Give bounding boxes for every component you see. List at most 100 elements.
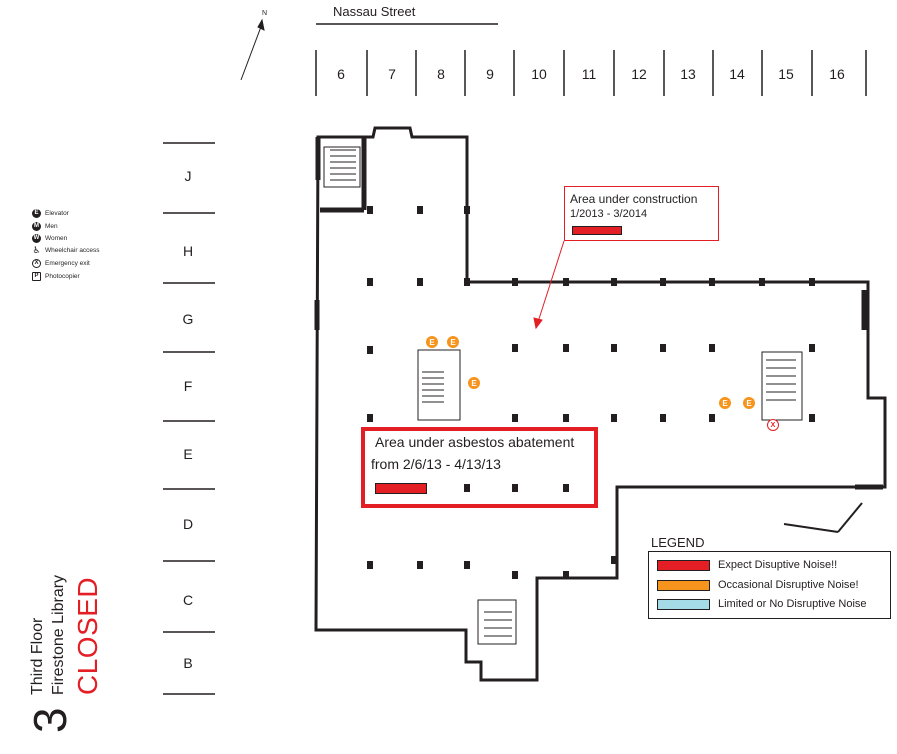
elevator-icon: E (32, 208, 41, 218)
noise-swatch-red (375, 483, 427, 494)
structural-column (660, 278, 666, 286)
row-label: H (182, 243, 194, 259)
elevator-icon: E (447, 336, 459, 348)
structural-column (660, 414, 666, 422)
photocopier-icon: P (32, 271, 41, 281)
elevator-icon: E (426, 336, 438, 348)
wheelchair-icon: ♿ (32, 244, 41, 255)
structural-column (512, 571, 518, 579)
structural-column (611, 556, 617, 564)
key-label: Emergency exit (45, 259, 90, 267)
structural-column (611, 344, 617, 352)
structural-column (563, 278, 569, 286)
key-item: W Women (32, 232, 67, 244)
key-label: Photocopier (45, 272, 80, 280)
structural-column (759, 278, 765, 286)
structural-column (660, 344, 666, 352)
construction-title: Area under construction (570, 192, 698, 206)
structural-columns (367, 206, 815, 579)
structural-column (367, 206, 373, 214)
key-item: P Photocopier (32, 270, 80, 282)
row-label: D (182, 516, 194, 532)
structural-column (417, 561, 423, 569)
emergency-exit-icon: X (767, 419, 779, 431)
construction-dates: 1/2013 - 3/2014 (570, 208, 648, 220)
legend-item: Expect Disuptive Noise!! (657, 556, 837, 574)
structural-column (464, 206, 470, 214)
legend-item: Limited or No Disruptive Noise (657, 595, 867, 613)
structural-column (417, 206, 423, 214)
structural-column (512, 278, 518, 286)
construction-callout: Area under construction 1/2013 - 3/2014 (564, 186, 719, 241)
structural-column (809, 414, 815, 422)
row-label: F (183, 378, 193, 394)
legend-swatch (657, 579, 710, 591)
column-label: 9 (486, 66, 494, 82)
noise-legend: Expect Disuptive Noise!! Occasional Disr… (648, 551, 891, 619)
row-label: J (184, 168, 192, 184)
structural-column (563, 484, 569, 492)
structural-column (563, 344, 569, 352)
women-restroom-icon: W (32, 233, 41, 243)
building-outline (314, 126, 887, 682)
key-label: Wheelchair access (45, 246, 100, 254)
title-block: 3 Third Floor Firestone Library CLOSED (0, 0, 110, 741)
structural-column (512, 344, 518, 352)
structural-column (709, 344, 715, 352)
key-item: E Elevator (32, 207, 69, 219)
street-name: Nassau Street (333, 4, 416, 19)
key-label: Men (45, 222, 58, 230)
column-label: 11 (581, 66, 597, 82)
floor-name: Third Floor (29, 617, 46, 695)
structural-column (367, 346, 373, 354)
structural-column (709, 278, 715, 286)
asbestos-title: Area under asbestos abatement (375, 434, 575, 450)
row-label: B (183, 655, 193, 671)
key-item: M Men (32, 220, 58, 232)
row-label: G (182, 311, 194, 327)
structural-column (563, 414, 569, 422)
construction-pointer-arrow (533, 240, 565, 330)
structural-column (464, 484, 470, 492)
asbestos-callout: Area under asbestos abatement from 2/6/1… (361, 427, 598, 508)
structural-column (367, 561, 373, 569)
structural-column (367, 278, 373, 286)
floor-number: 3 (24, 707, 76, 733)
structural-column (417, 278, 423, 286)
asbestos-dates: from 2/6/13 - 4/13/13 (371, 456, 501, 472)
structural-column (563, 571, 569, 579)
north-arrow-icon (240, 18, 265, 81)
structural-column (709, 414, 715, 422)
closed-status: CLOSED (72, 576, 103, 695)
column-label: 13 (680, 66, 696, 82)
noise-swatch-red (572, 226, 622, 235)
column-label: 14 (729, 66, 745, 82)
legend-swatch (657, 598, 710, 610)
legend-title: LEGEND (651, 535, 705, 550)
structural-column (464, 561, 470, 569)
key-item: ♿ Wheelchair access (32, 244, 100, 256)
legend-swatch (657, 559, 710, 571)
structural-column (512, 484, 518, 492)
legend-label: Limited or No Disruptive Noise (718, 598, 867, 610)
emergency-exit-icon: X (32, 258, 41, 268)
key-item: X Emergency exit (32, 257, 90, 269)
structural-column (611, 414, 617, 422)
structural-column (367, 414, 373, 422)
legend-item: Occasional Disruptive Noise! (657, 576, 859, 594)
column-label: 12 (631, 66, 647, 82)
structural-column (512, 414, 518, 422)
column-label: 16 (829, 66, 845, 82)
structural-column (809, 278, 815, 286)
elevator-icon: E (468, 377, 480, 389)
row-label: C (182, 592, 194, 608)
column-label: 6 (337, 66, 345, 82)
structural-column (809, 344, 815, 352)
elevator-icon: E (719, 397, 731, 409)
structural-column (464, 278, 470, 286)
column-label: 8 (437, 66, 445, 82)
men-restroom-icon: M (32, 221, 41, 231)
legend-label: Expect Disuptive Noise!! (718, 559, 838, 571)
row-label: E (183, 446, 193, 462)
